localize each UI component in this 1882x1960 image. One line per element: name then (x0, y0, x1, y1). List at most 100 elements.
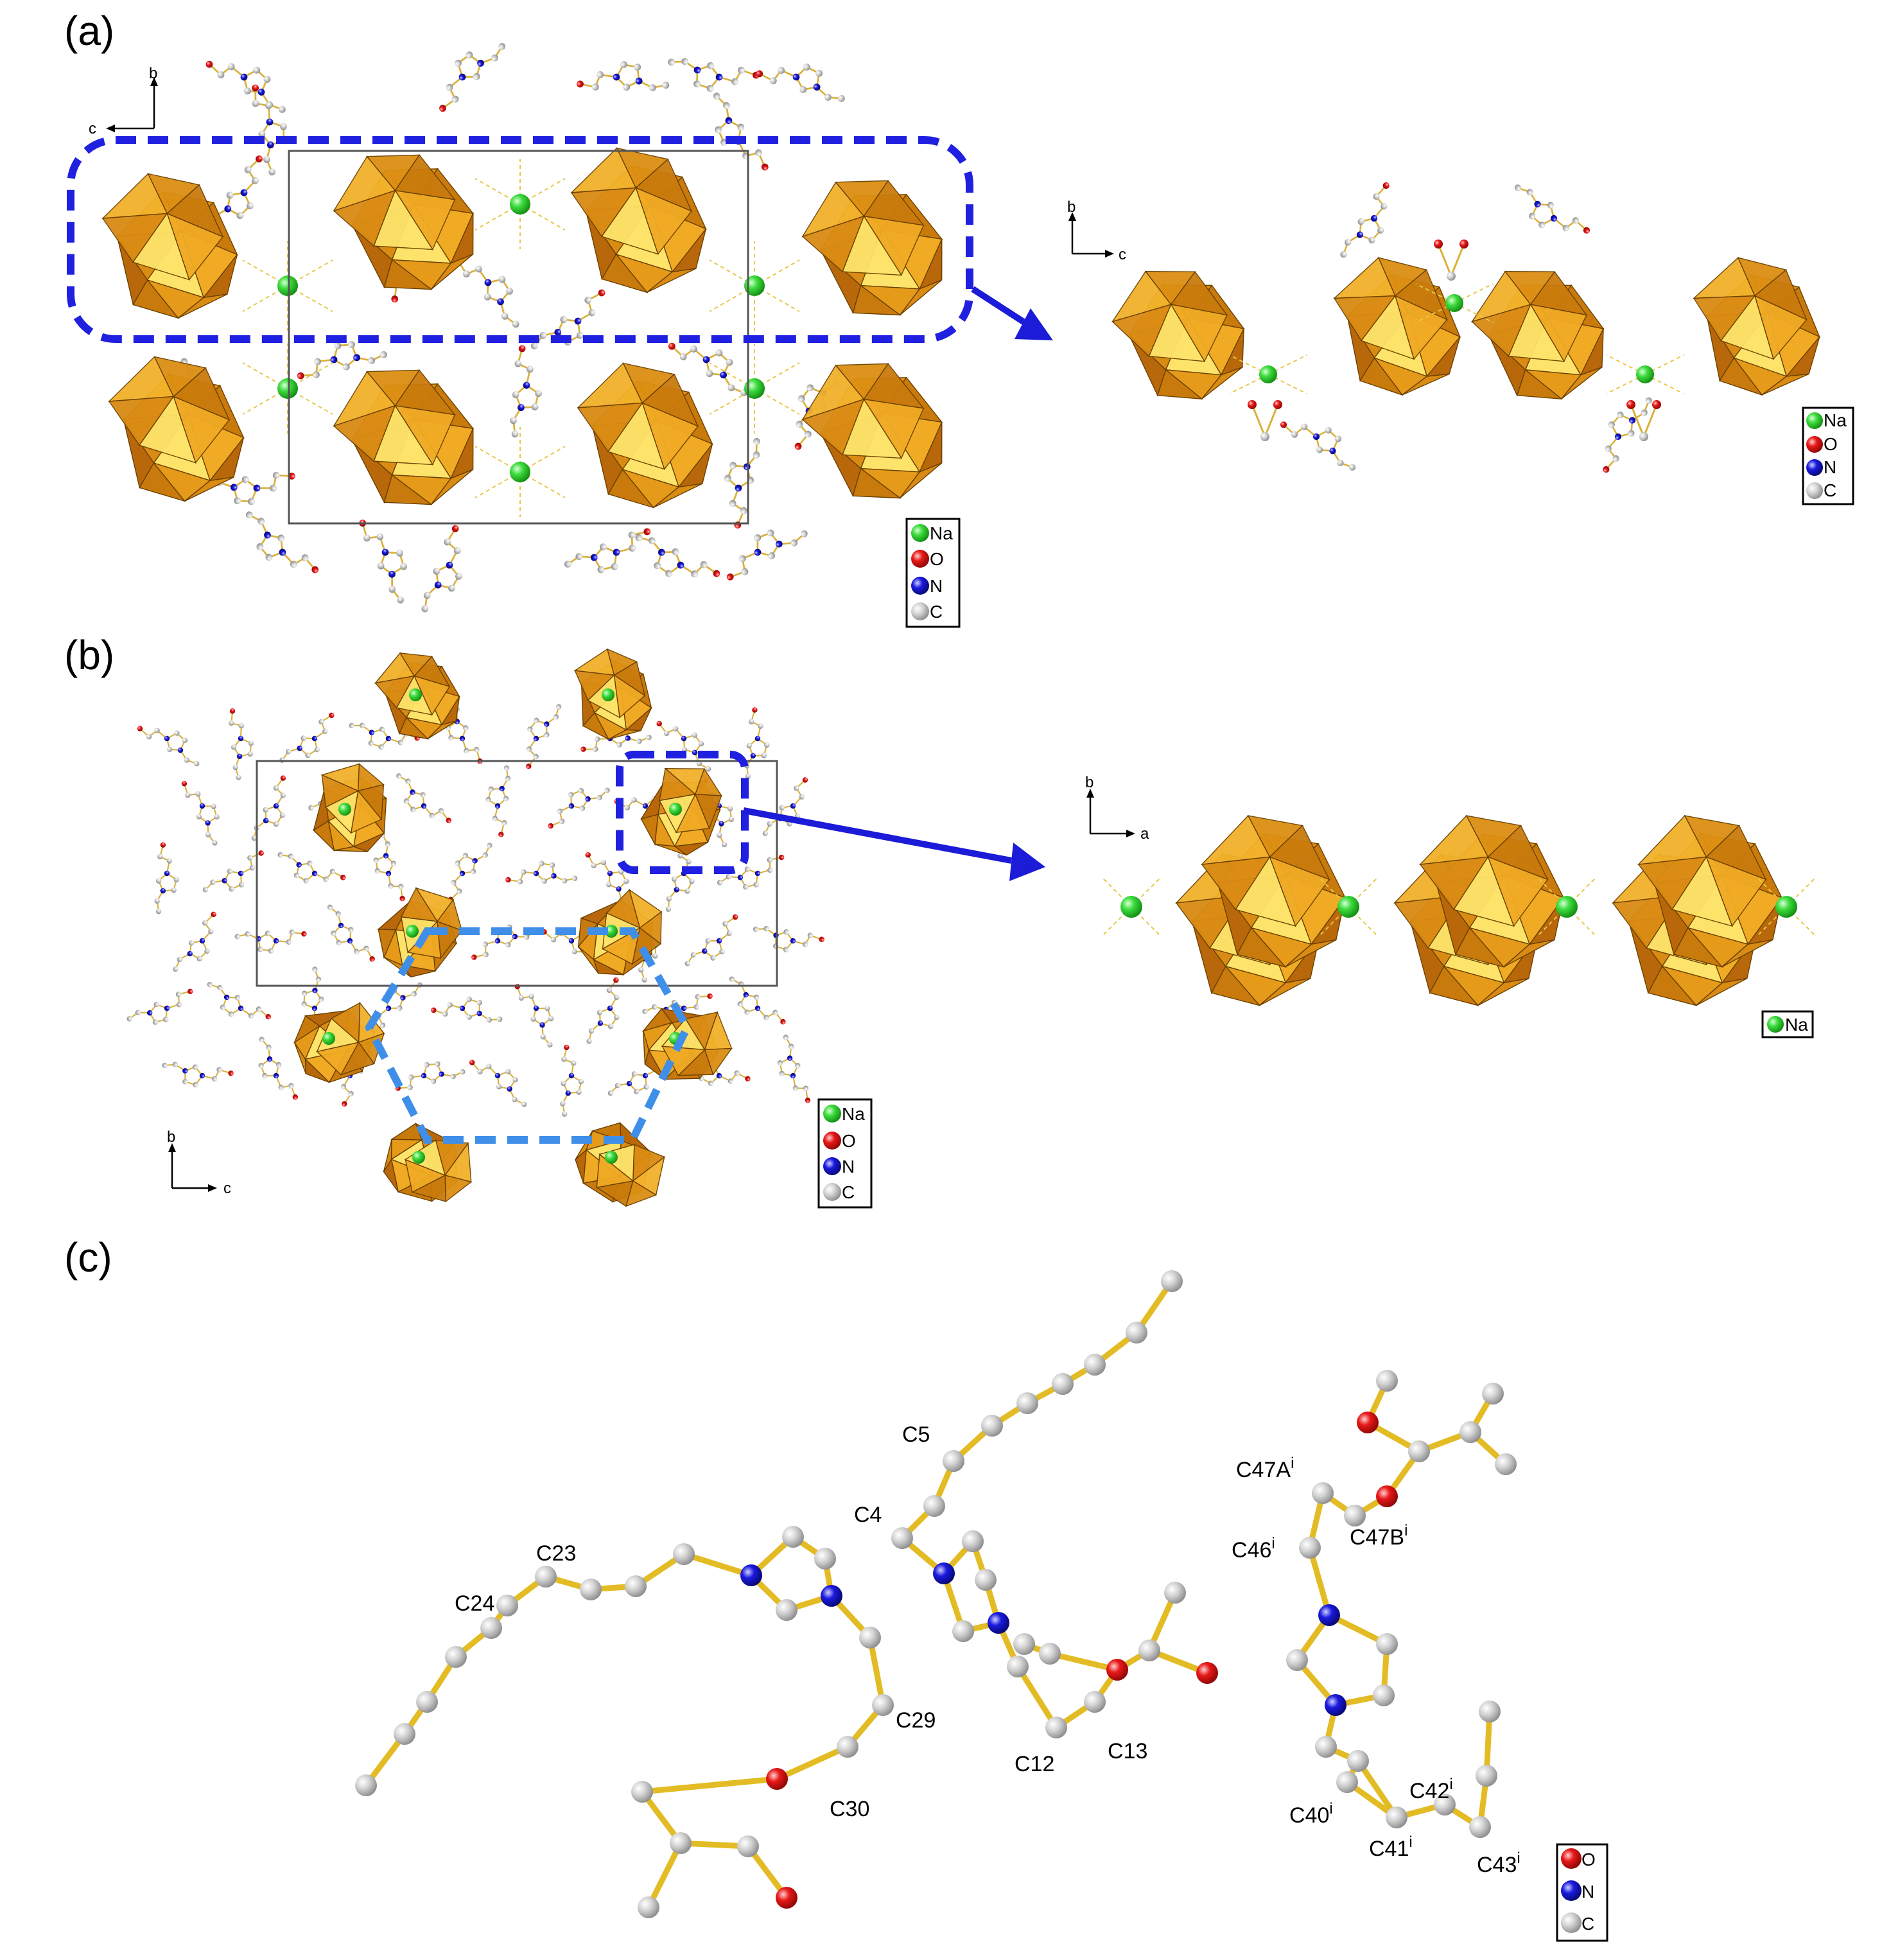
carbon-atom (719, 949, 725, 955)
organic-cation (560, 1044, 584, 1117)
carbon-atom (607, 1023, 614, 1029)
polyoxometalate-cluster (570, 147, 693, 256)
legend-label-c: C (930, 602, 943, 622)
carbon-atom (728, 384, 735, 392)
bond (207, 823, 216, 844)
carbon-atom (737, 1001, 743, 1007)
octahedron-facet (1761, 373, 1809, 396)
nitrogen-atom (933, 1562, 955, 1584)
carbon-atom (638, 1896, 659, 1918)
bond (931, 1278, 1175, 1509)
carbon-atom (256, 1006, 262, 1012)
carbon-atom (620, 61, 627, 68)
carbon-atom (706, 370, 713, 378)
carbon-atom (231, 744, 237, 750)
carbon-atom (561, 878, 568, 884)
carbon-atom (421, 605, 429, 613)
carbon-atom (496, 1595, 518, 1616)
carbon-atom (859, 1627, 881, 1649)
carbon-atom (323, 876, 329, 882)
carbon-atom (1408, 1440, 1430, 1462)
organic-cation (279, 712, 335, 763)
organic-cation (668, 342, 747, 396)
oxygen-atom (1357, 1412, 1379, 1433)
carbon-atom (548, 1015, 554, 1022)
carbon-atom (1084, 1691, 1106, 1713)
carbon-atom (360, 722, 365, 728)
organic-cation (656, 721, 711, 772)
polyoxometalate-cluster (333, 369, 456, 466)
polyoxometalate-cluster (641, 1008, 733, 1080)
carbon-atom (175, 992, 182, 997)
carbon-atom (665, 906, 672, 912)
carbon-atom (571, 1060, 577, 1066)
nitrogen-atom (677, 561, 684, 569)
oxygen-atom (577, 80, 584, 88)
organic-cation (431, 996, 503, 1023)
carbon-atom (693, 80, 701, 88)
bond (261, 1038, 271, 1060)
carbon-atom (448, 584, 455, 592)
nitrogen-atom (625, 735, 631, 741)
octahedron-facet (1402, 373, 1450, 396)
nitrogen-atom (1550, 214, 1558, 222)
carbon-atom (772, 943, 779, 949)
octahedron-facet (1361, 295, 1415, 360)
nitrogen-atom (715, 73, 723, 81)
carbon-atom (726, 358, 733, 366)
nitrogen-atom (533, 870, 539, 877)
polyoxometalate-cluster (801, 363, 925, 459)
bond (442, 76, 463, 109)
carbon-atom (236, 774, 241, 780)
carbon-atom (262, 1072, 268, 1079)
nitrogen-atom (446, 561, 453, 569)
nitrogen-atom (754, 735, 761, 742)
carbon-atom (753, 438, 760, 445)
carbon-atom (758, 723, 763, 729)
bond (779, 533, 805, 545)
bond (474, 940, 498, 958)
atom-label-c46: C46i (1232, 1535, 1275, 1562)
carbon-atom (244, 166, 252, 173)
legend-label-c: C (1824, 480, 1836, 500)
carbon-atom (258, 1063, 264, 1069)
carbon-atom (776, 1599, 797, 1621)
carbon-atom (486, 1063, 492, 1069)
carbon-atom (777, 1060, 783, 1066)
carbon-atom (249, 865, 256, 871)
carbon-atom (348, 927, 354, 932)
carbon-atom (1013, 1633, 1035, 1655)
bond (129, 1011, 150, 1020)
organic-cation (756, 64, 845, 102)
carbon-atom (1628, 430, 1635, 437)
nitrogen-atom (164, 870, 170, 877)
nitrogen-atom (693, 66, 701, 74)
nitrogen-atom (743, 992, 749, 998)
legend-label-o: O (930, 549, 944, 569)
carbon-atom (540, 1034, 546, 1040)
carbon-atom (301, 554, 309, 561)
carbon-atom (363, 534, 370, 542)
bond (671, 60, 698, 71)
carbon-atom (544, 732, 550, 738)
sodium-atom (338, 803, 351, 816)
oxygen-atom (668, 342, 675, 350)
octahedron-facet (1673, 927, 1723, 968)
carbon-atom (662, 82, 670, 89)
carbon-atom (749, 719, 754, 724)
organic-cation (753, 925, 824, 952)
carbon-atom (737, 123, 745, 131)
nitrogen-atom (1356, 231, 1363, 238)
carbon-atom (753, 451, 760, 459)
organic-cation (396, 773, 451, 823)
nitrogen-atom (494, 803, 501, 809)
carbon-atom (726, 873, 731, 880)
oxygen-atom (1382, 182, 1390, 189)
polyoxometalate-cluster (1470, 270, 1588, 363)
nitrogen-atom (590, 554, 598, 561)
carbon-atom (561, 1080, 566, 1087)
arrow-right-icon (743, 807, 1045, 881)
organic-cation (251, 775, 286, 841)
carbon-atom (1016, 1392, 1038, 1414)
bond (275, 931, 304, 943)
